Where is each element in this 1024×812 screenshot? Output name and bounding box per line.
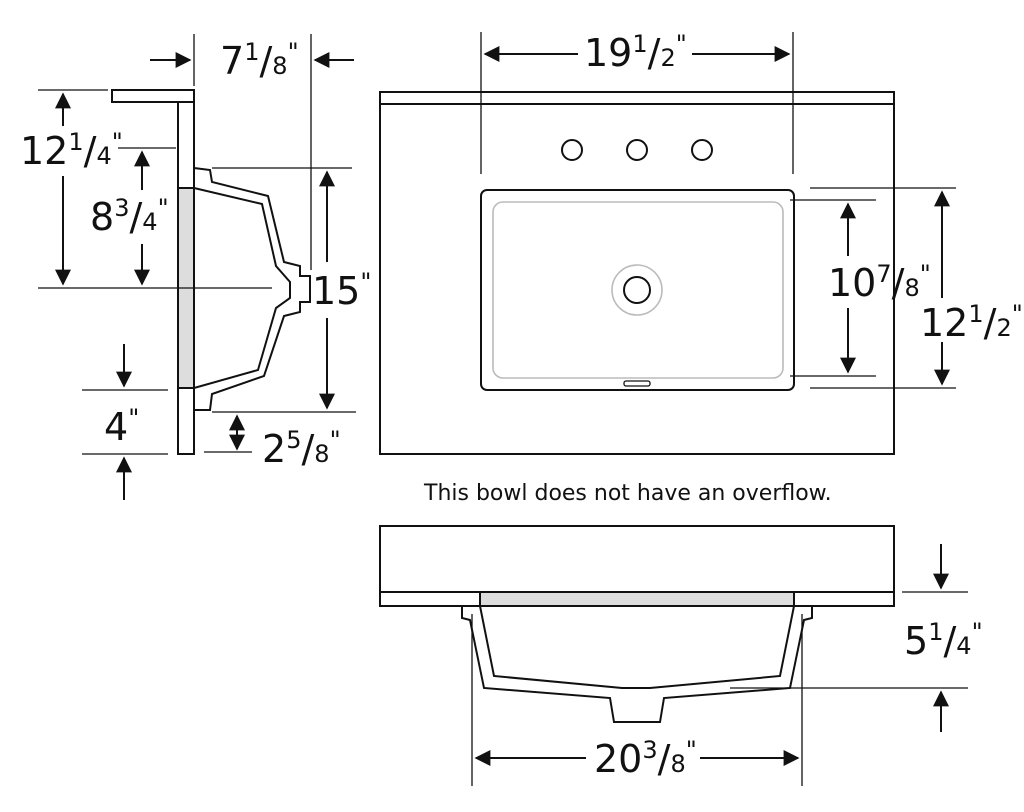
label-12-1-4: 121/4" xyxy=(20,128,123,173)
side-bowl-profile xyxy=(193,167,311,411)
side-bowl-inner xyxy=(193,187,291,389)
drain-hole xyxy=(623,276,651,304)
top-view xyxy=(379,32,956,455)
front-countertop xyxy=(379,525,895,593)
front-dimension-arrows xyxy=(474,544,949,766)
front-bowl-profile xyxy=(461,606,813,723)
bowl-outline xyxy=(480,189,795,391)
label-7-1-8: 71/8" xyxy=(220,38,299,83)
faucet-hole-left xyxy=(561,139,583,161)
label-15: 15" xyxy=(312,268,371,313)
front-bowl-inner xyxy=(479,605,795,689)
label-10-7-8: 107/8" xyxy=(828,260,931,305)
top-dimension-arrows xyxy=(483,46,950,386)
front-view xyxy=(379,525,968,786)
label-19-1-2: 191/2" xyxy=(584,30,687,75)
bowl-inner xyxy=(492,201,784,379)
side-dimension-arrows xyxy=(55,52,354,500)
overflow-note: This bowl does not have an overflow. xyxy=(423,481,832,506)
side-top-lip xyxy=(111,89,195,103)
drain-ring xyxy=(611,264,663,316)
label-4: 4" xyxy=(104,404,139,449)
side-view xyxy=(38,34,356,455)
faucet-hole-right xyxy=(691,139,713,161)
label-2-5-8: 25/8" xyxy=(262,426,341,471)
label-5-1-4: 51/4" xyxy=(904,618,983,663)
front-bowl-opening xyxy=(479,591,795,607)
label-20-3-8: 203/8" xyxy=(594,736,697,781)
faucet-hole-center xyxy=(626,139,648,161)
label-12-1-2: 121/2" xyxy=(920,300,1023,345)
label-8-3-4: 83/4" xyxy=(90,194,169,239)
bowl-slot xyxy=(623,380,651,387)
